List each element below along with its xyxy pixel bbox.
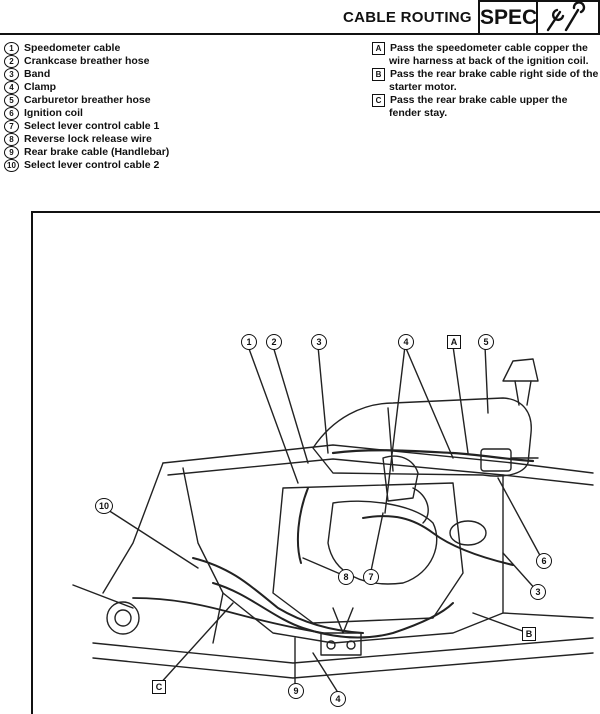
callout-B: B — [522, 627, 536, 641]
cable-routing-figure: 1 2 3 4 A 5 10 6 8 7 3 B C 9 4 — [31, 211, 600, 714]
callout-8: 8 — [338, 569, 354, 585]
callout-2: 2 — [266, 334, 282, 350]
callout-C: C — [152, 680, 166, 694]
frame-illustration — [72, 345, 594, 692]
callout-5: 5 — [478, 334, 494, 350]
wrench-icon — [538, 0, 600, 33]
section-title: CABLE ROUTING — [343, 9, 472, 26]
callout-4-lower: 4 — [330, 691, 346, 707]
page-header: CABLE ROUTING SPEC — [0, 0, 600, 35]
callout-10: 10 — [95, 498, 113, 514]
callout-9: 9 — [288, 683, 304, 699]
callout-3: 3 — [311, 334, 327, 350]
callout-A: A — [447, 335, 461, 349]
callout-1: 1 — [241, 334, 257, 350]
callout-4: 4 — [398, 334, 414, 350]
callout-6: 6 — [536, 553, 552, 569]
spec-badge: SPEC — [478, 0, 538, 33]
header-rule — [0, 33, 600, 35]
callout-7: 7 — [363, 569, 379, 585]
callout-3-lower: 3 — [530, 584, 546, 600]
